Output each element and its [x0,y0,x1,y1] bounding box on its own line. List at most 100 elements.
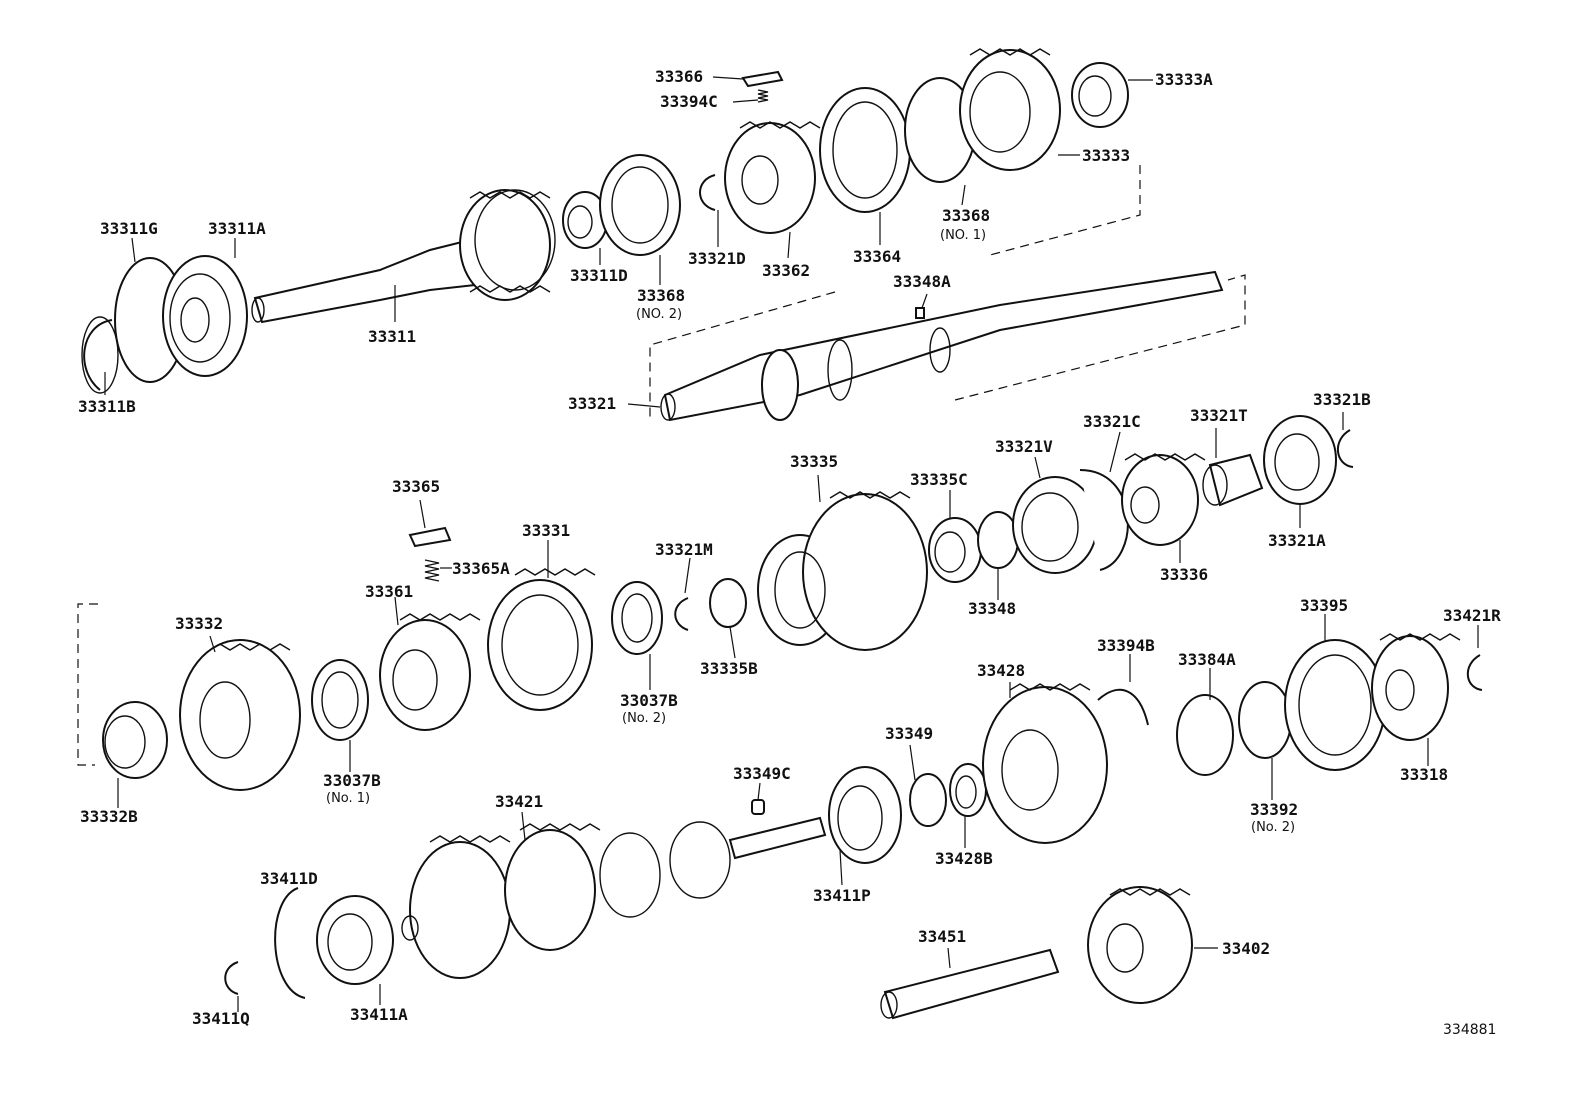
label-33333A: 33333A [1155,70,1213,89]
synchro-ring-33392-no2 [1238,681,1292,759]
note-33368-no2: (NO. 2) [636,307,683,322]
bearing-33411A [316,895,394,985]
synchro-ring-33037B-no1 [311,659,369,741]
label-33365: 33365 [392,477,441,496]
synchro-ring-33037B-no2 [611,581,663,655]
shifting-key-33365 [408,526,452,548]
ball-33348A [915,307,925,319]
label-33332: 33332 [175,614,224,633]
label-33421: 33421 [495,792,544,811]
snap-ring-33321M [674,597,689,631]
label-33411Q: 33411Q [192,1009,250,1028]
assembly-boundary-left [77,603,98,766]
collar-33321T [1202,453,1264,507]
reverse-idler-shaft-33451 [880,948,1060,1020]
gear-33336 [1121,453,1206,546]
label-33392-no2: 33392 [1250,800,1299,819]
label-33451: 33451 [918,927,967,946]
label-33311G: 33311G [100,219,158,238]
reverse-idler-gear-33402 [1087,886,1193,1004]
gear-33335 [757,491,928,651]
shifting-key-33366 [741,70,784,88]
gear-33318 [1371,633,1461,741]
clutch-hub-33361 [379,613,481,731]
hub-sleeve-33364 [819,87,911,213]
needle-bearing-33428B [949,763,987,817]
snap-ring-33411Q [224,961,239,995]
bearing-33411P [828,766,902,864]
label-33348: 33348 [968,599,1017,618]
label-33335B: 33335B [700,659,758,678]
snap-ring-33321B [1337,429,1354,468]
label-33331: 33331 [522,521,571,540]
gear-33428 [982,683,1108,844]
label-33362: 33362 [762,261,811,280]
needle-bearing-33332B [102,701,168,779]
ball-33349C [751,799,765,815]
label-33311D: 33311D [570,266,628,285]
label-33428: 33428 [977,661,1026,680]
label-33361: 33361 [365,582,414,601]
main-shaft-33321 [660,270,1224,422]
label-33335C: 33335C [910,470,968,489]
note-33037B-no1: (No. 1) [326,791,371,806]
label-33394B: 33394B [1097,636,1155,655]
label-33395: 33395 [1300,596,1349,615]
key-spring-33394C [757,89,769,103]
label-33411A: 33411A [350,1005,408,1024]
label-33349C: 33349C [733,764,791,783]
bearing-33311A [162,255,248,377]
label-33311: 33311 [368,327,417,346]
label-33402: 33402 [1222,939,1271,958]
label-33411P: 33411P [813,886,871,905]
assembly-boundary-upper [989,165,1141,256]
label-33411D: 33411D [260,869,318,888]
note-33392-no2: (No. 2) [1251,820,1296,835]
needle-bearing-33333A [1071,62,1129,128]
label-33368-no1: 33368 [942,206,991,225]
snap-ring-33411D [274,887,306,999]
gear-33333 [904,48,1061,183]
bearing-33321A [1263,415,1337,505]
note-33368-no1: (NO. 1) [940,228,987,243]
counter-gear-33421 [401,816,827,979]
label-33335: 33335 [790,452,839,471]
hub-sleeve-33331 [487,568,596,711]
label-33311A: 33311A [208,219,266,238]
label-33349: 33349 [885,724,934,743]
synchro-ring-33368-no2 [599,154,681,256]
label-33368-no2: 33368 [637,286,686,305]
assembly-boundary-mainshaft [649,274,1246,420]
label-33321: 33321 [568,394,617,413]
label-33318: 33318 [1400,765,1449,784]
label-33336: 33336 [1160,565,1209,584]
ring-33384A [1176,694,1234,776]
label-33037B-no1: 33037B [323,771,381,790]
label-33364: 33364 [853,247,902,266]
hub-sleeve-33395 [1284,639,1386,771]
label-33394C: 33394C [660,92,718,111]
label-33384A: 33384A [1178,650,1236,669]
label-33321D: 33321D [688,249,746,268]
snap-ring-33311B [81,316,119,394]
label-33321M: 33321M [655,540,713,559]
ring-33335B [709,578,747,628]
label-33321B: 33321B [1313,390,1371,409]
label-33321T: 33321T [1190,406,1248,425]
leader-lines [104,76,1479,1012]
label-33348A: 33348A [893,272,951,291]
label-33037B-no2: 33037B [620,691,678,710]
label-33311B: 33311B [78,397,136,416]
key-spring-33365A [424,559,440,582]
label-33321A: 33321A [1268,531,1326,550]
label-33421R: 33421R [1443,606,1501,625]
gear-33332 [179,639,301,791]
note-33037B-no2: (No. 2) [622,711,667,726]
label-33428B: 33428B [935,849,993,868]
clutch-hub-33362 [724,121,821,234]
bearing-33321V [1012,476,1098,574]
diagram-reference-number: 334881 [1443,1022,1497,1038]
spring-33394B [1097,688,1149,726]
